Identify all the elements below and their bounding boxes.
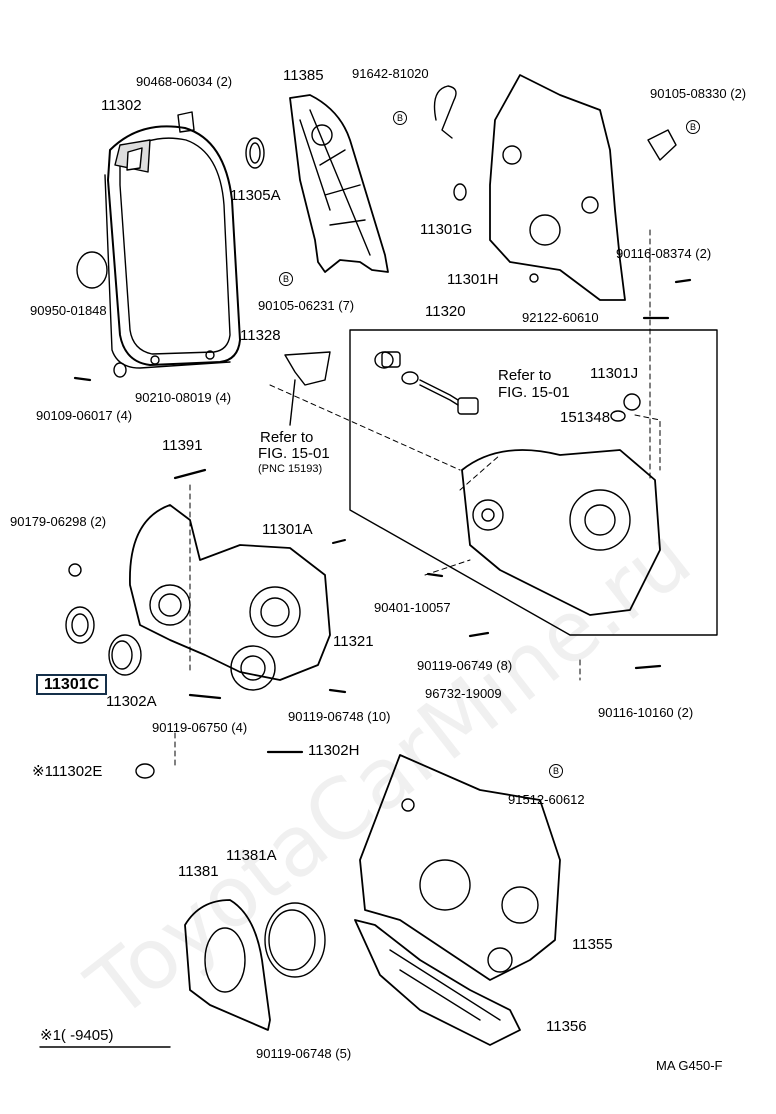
label-11301G: 11301G: [420, 221, 473, 238]
pin-11301A: [332, 539, 346, 544]
seal-11305A: [245, 137, 265, 169]
nut-11301H: [529, 273, 539, 283]
label-11321: 11321: [333, 633, 374, 650]
plug-90950: [76, 251, 108, 289]
nut-90210: [113, 362, 127, 378]
nut-90179: [68, 563, 82, 577]
footnote-note: ※1( -9405): [40, 1027, 114, 1044]
label-11302E: ※111302E: [32, 763, 103, 780]
label-11302: 11302: [101, 97, 142, 114]
label-90105-06231: 90105-06231 (7): [258, 298, 355, 313]
label-90119-06750: 90119-06750 (4): [152, 720, 248, 735]
label-90119-06748-10: 90119-06748 (10): [288, 709, 391, 724]
label-92122-60610: 92122-60610: [522, 310, 599, 325]
label-11302H: 11302H: [308, 742, 360, 759]
label-91512-60612: 91512-60612: [508, 792, 585, 807]
label-90116-10160: 90116-10160 (2): [598, 705, 694, 720]
marker-b-2: B: [686, 120, 700, 134]
plug-11302E: [135, 763, 155, 779]
label-fig-15-01-1: FIG. 15-01: [498, 384, 570, 401]
clip-90468: [177, 111, 195, 133]
plate-11356: [354, 919, 521, 1046]
label-pnc-15193: (PNC 15193): [258, 463, 323, 475]
label-90105-08330: 90105-08330 (2): [650, 86, 747, 101]
seal-11381A: [264, 902, 326, 978]
label-90119-06748-5: 90119-06748 (5): [256, 1046, 352, 1061]
engine-block: [489, 74, 626, 301]
timing-cover-upper: [107, 125, 241, 366]
label-11301A: 11301A: [262, 521, 313, 538]
label-11356: 11356: [546, 1018, 587, 1035]
label-90468-06034: 90468-06034 (2): [136, 74, 233, 89]
label-11391: 11391: [162, 437, 203, 454]
marker-b-3: B: [279, 272, 293, 286]
label-11328: 11328: [240, 327, 281, 344]
refer-arrow-1: [289, 379, 296, 426]
relief-valve-parts: [374, 351, 641, 422]
grommet-11301G: [453, 183, 467, 201]
label-refer-to-1: Refer to: [498, 367, 552, 384]
leader-lines: [174, 229, 661, 766]
refer-bracket: [284, 351, 331, 386]
label-11301C-highlighted: 11301C: [36, 674, 108, 695]
label-91642-81020: 91642-81020: [352, 66, 429, 81]
retainer-11381: [184, 899, 271, 1031]
label-11385: 11385: [283, 67, 324, 84]
bolts: [73, 278, 692, 754]
label-11381A: 11381A: [226, 847, 277, 864]
seal-11301C: [65, 606, 95, 644]
subassembly-box-11320: [349, 329, 718, 636]
label-11381: 11381: [178, 863, 219, 880]
end-plate-11355: [359, 754, 561, 981]
label-90401-10057: 90401-10057: [374, 600, 451, 615]
label-11302A: 11302A: [106, 693, 157, 710]
marker-b-1: B: [393, 111, 407, 125]
label-11320: 11320: [425, 303, 466, 320]
label-refer-to-2: Refer to: [260, 429, 314, 446]
label-151348: 151348: [560, 409, 611, 426]
label-90119-06749: 90119-06749 (8): [417, 658, 513, 673]
diagram-code: MA G450-F: [656, 1058, 723, 1073]
gasket-11328: [104, 174, 231, 369]
label-11301H: 11301H: [447, 271, 499, 288]
timing-cover-lower: [129, 504, 331, 691]
bracket-90105: [647, 129, 677, 161]
label-90109-06017: 90109-06017 (4): [36, 408, 133, 423]
label-90210-08019: 90210-08019 (4): [135, 390, 232, 405]
label-fig-15-01-2: FIG. 15-01: [258, 445, 330, 462]
plate-11385: [289, 94, 389, 273]
marker-b-4: B: [549, 764, 563, 778]
label-90179-06298: 90179-06298 (2): [10, 514, 107, 529]
label-11355: 11355: [572, 936, 613, 953]
label-96732-19009: 96732-19009: [425, 686, 502, 701]
seal-11302A: [108, 634, 142, 676]
label-90116-08374: 90116-08374 (2): [616, 246, 712, 261]
label-11301J: 11301J: [590, 365, 639, 382]
hook-91642: [433, 85, 457, 139]
label-90950-01848: 90950-01848: [30, 303, 107, 318]
label-11305A: 11305A: [230, 187, 281, 204]
oil-pump-body: [461, 449, 661, 616]
stud-11391: [173, 468, 207, 480]
